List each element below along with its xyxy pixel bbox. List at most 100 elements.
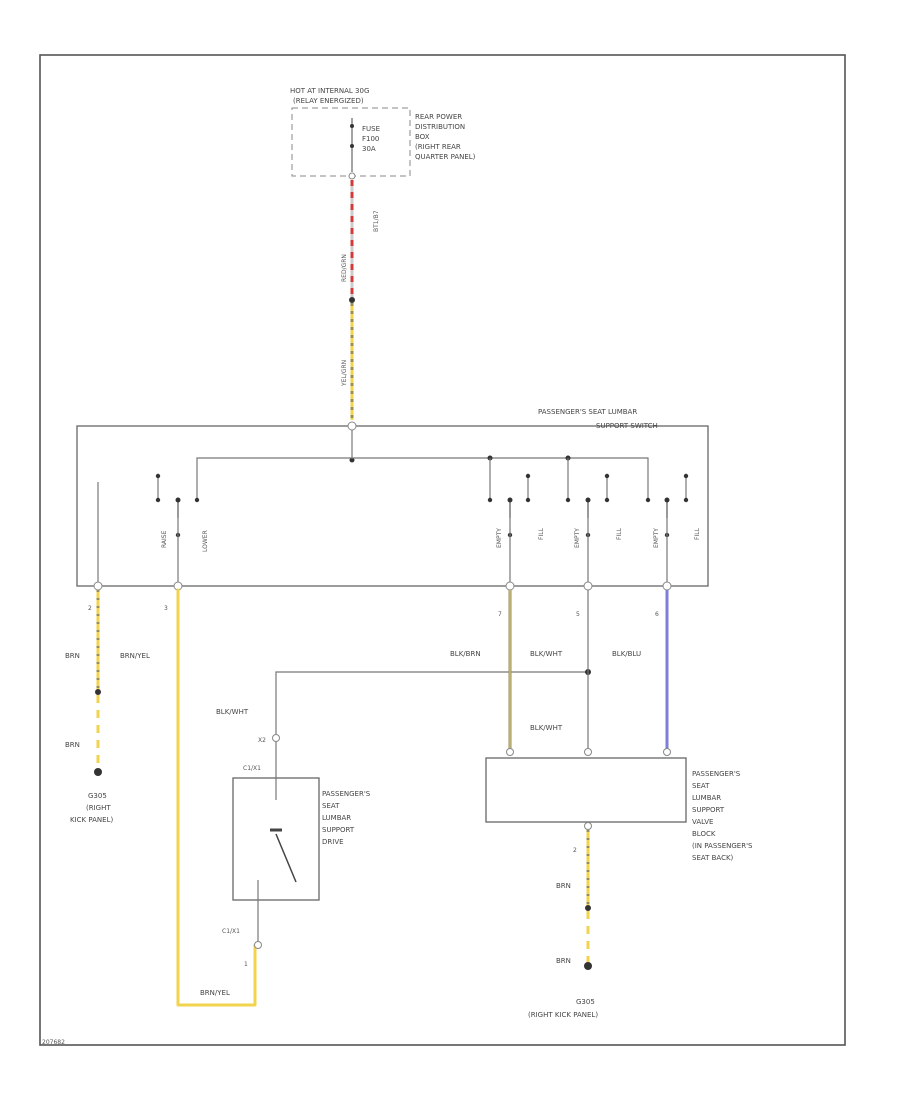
lumbar-switch: PASSENGER'S SEAT LUMBAR SUPPORT SWITCH bbox=[76, 408, 709, 618]
fuse-box-pin bbox=[348, 172, 356, 180]
valve-wires: BLK/BRN BLK/WHT BLK/WHT BLK/BLU bbox=[450, 590, 671, 756]
contact-label-empty-1: EMPTY bbox=[496, 528, 503, 548]
right-brn-label-2: BRN bbox=[556, 957, 571, 965]
drive-conn-label: X2 bbox=[258, 737, 266, 744]
blade-pivot-4 bbox=[664, 497, 670, 503]
feed-bottom-label: YEL/GRN bbox=[341, 360, 348, 387]
drive-line-3: LUMBAR bbox=[322, 814, 351, 822]
contact-label-raise: RAISE bbox=[161, 530, 168, 548]
drive-line-5: DRIVE bbox=[322, 838, 344, 846]
drive-pin-top bbox=[272, 734, 280, 742]
contact-dot-6 bbox=[604, 497, 610, 503]
contact-label-lower: LOWER bbox=[202, 530, 209, 552]
contact-label-empty-3: EMPTY bbox=[653, 528, 660, 548]
blade-pivot-1 bbox=[175, 497, 181, 503]
contact-dot-10 bbox=[525, 473, 531, 479]
pin-label-6: 6 bbox=[655, 611, 659, 618]
contact-label-fill-2: FILL bbox=[616, 527, 623, 540]
fuse-location-1: REAR POWER bbox=[415, 113, 462, 121]
fuse-terminal-top bbox=[350, 124, 354, 128]
right-brn-splice bbox=[585, 905, 591, 911]
valve-pin-bottom-label: 2 bbox=[573, 847, 577, 854]
drive-conn-top: C1/X1 bbox=[243, 765, 261, 772]
right-brn-label: BRN bbox=[556, 882, 571, 890]
pin-label-5: 5 bbox=[576, 611, 580, 618]
left-ground-circuit: BRN BRN G305 (RIGHT KICK PANEL) bbox=[65, 590, 113, 824]
switch-bus bbox=[196, 457, 649, 500]
switch-pin-7 bbox=[505, 581, 515, 591]
lumbar-drive: PASSENGER'S SEAT LUMBAR SUPPORT DRIVE C1… bbox=[222, 734, 371, 968]
blk-wht-wire bbox=[275, 671, 588, 734]
switch-title-1: PASSENGER'S SEAT LUMBAR bbox=[538, 408, 637, 416]
left-ground-2: (RIGHT bbox=[86, 804, 111, 812]
pin-label-7: 7 bbox=[498, 611, 502, 618]
fuse-header-1: HOT AT INTERNAL 30G bbox=[290, 87, 369, 95]
fuse-header-2: (RELAY ENERGIZED) bbox=[293, 97, 364, 105]
valve-line-5: VALVE bbox=[692, 818, 713, 826]
footer-code: 207682 bbox=[42, 1039, 65, 1046]
right-ground-1: G305 bbox=[576, 998, 595, 1006]
fuse-box: HOT AT INTERNAL 30G (RELAY ENERGIZED) FU… bbox=[290, 87, 476, 180]
fuse-location-3: BOX bbox=[415, 133, 430, 141]
valve-pin-1 bbox=[506, 748, 514, 756]
left-brn-label-2: BRN bbox=[65, 741, 80, 749]
fuse-label-1: FUSE bbox=[362, 125, 380, 133]
feed-wire: RED/GRN BT1/B7 YEL/GRN bbox=[341, 180, 380, 420]
switch-pin-5 bbox=[583, 581, 593, 591]
fuse-location-4: (RIGHT REAR bbox=[415, 143, 461, 151]
valve-block: PASSENGER'S SEAT LUMBAR SUPPORT VALVE BL… bbox=[485, 757, 753, 862]
contact-dot-12 bbox=[683, 473, 689, 479]
blk-wht-left-label: BLK/WHT bbox=[216, 708, 249, 716]
feed-conn-label: BT1/B7 bbox=[373, 210, 380, 232]
valve-ground-pin bbox=[584, 822, 592, 830]
fuse-label-3: 30A bbox=[362, 145, 376, 153]
drive-line-2: SEAT bbox=[322, 802, 340, 810]
switch-pin-6 bbox=[662, 581, 672, 591]
blade-pivot-2 bbox=[507, 497, 513, 503]
contact-dot-5 bbox=[565, 497, 571, 503]
valve-line-4: SUPPORT bbox=[692, 806, 725, 814]
contact-dot-7 bbox=[645, 497, 651, 503]
pin-label-3: 3 bbox=[164, 605, 168, 612]
fuse-terminal-bottom bbox=[350, 144, 354, 148]
drive-conn-bottom: C1/X1 bbox=[222, 928, 240, 935]
fuse-location-2: DISTRIBUTION bbox=[415, 123, 465, 131]
switch-pin-2 bbox=[93, 581, 103, 591]
drive-line-1: PASSENGER'S bbox=[322, 790, 371, 798]
brn-yel-label: BRN/YEL bbox=[120, 652, 150, 660]
contact-dot-3 bbox=[487, 497, 493, 503]
contact-dot-11 bbox=[604, 473, 610, 479]
contact-label-fill-3: FILL bbox=[694, 527, 701, 540]
switch-outline bbox=[76, 425, 709, 587]
valve-line-3: LUMBAR bbox=[692, 794, 721, 802]
feed-top-label: RED/GRN bbox=[341, 254, 348, 282]
contact-dot-4 bbox=[525, 497, 531, 503]
feed-splice bbox=[349, 297, 355, 303]
valve-line-6: BLOCK bbox=[692, 830, 716, 838]
switch-bus-node bbox=[349, 457, 355, 463]
left-ground-3: KICK PANEL) bbox=[70, 816, 113, 824]
drive-pin-bottom-label: 1 bbox=[244, 961, 248, 968]
switch-feed-pin bbox=[347, 421, 357, 431]
switch-title-2: SUPPORT SWITCH bbox=[596, 422, 658, 430]
contact-label-empty-2: EMPTY bbox=[574, 528, 581, 548]
valve-line-7: (IN PASSENGER'S bbox=[692, 842, 753, 850]
drive-pin-bottom bbox=[254, 941, 262, 949]
blade-pivot-3 bbox=[585, 497, 591, 503]
valve-pin-3 bbox=[663, 748, 671, 756]
brn-yel-circuit: BRN/YEL BRN/YEL bbox=[120, 588, 257, 1007]
pin-label-2: 2 bbox=[88, 605, 92, 612]
valve-pin-2 bbox=[584, 748, 592, 756]
left-brn-splice bbox=[95, 689, 101, 695]
contact-dot-9 bbox=[155, 473, 161, 479]
left-ground-dot bbox=[94, 768, 102, 776]
contact-label-fill-1: FILL bbox=[538, 527, 545, 540]
fuse-label-2: F100 bbox=[362, 135, 379, 143]
right-ground-circuit: BRN BRN G305 (RIGHT KICK PANEL) bbox=[528, 830, 598, 1019]
valve-block-outline bbox=[485, 757, 687, 823]
valve-line-2: SEAT bbox=[692, 782, 710, 790]
blk-wht-mid-label: BLK/WHT bbox=[530, 724, 563, 732]
blk-wht-top-label: BLK/WHT bbox=[530, 650, 563, 658]
contact-dot-8 bbox=[683, 497, 689, 503]
